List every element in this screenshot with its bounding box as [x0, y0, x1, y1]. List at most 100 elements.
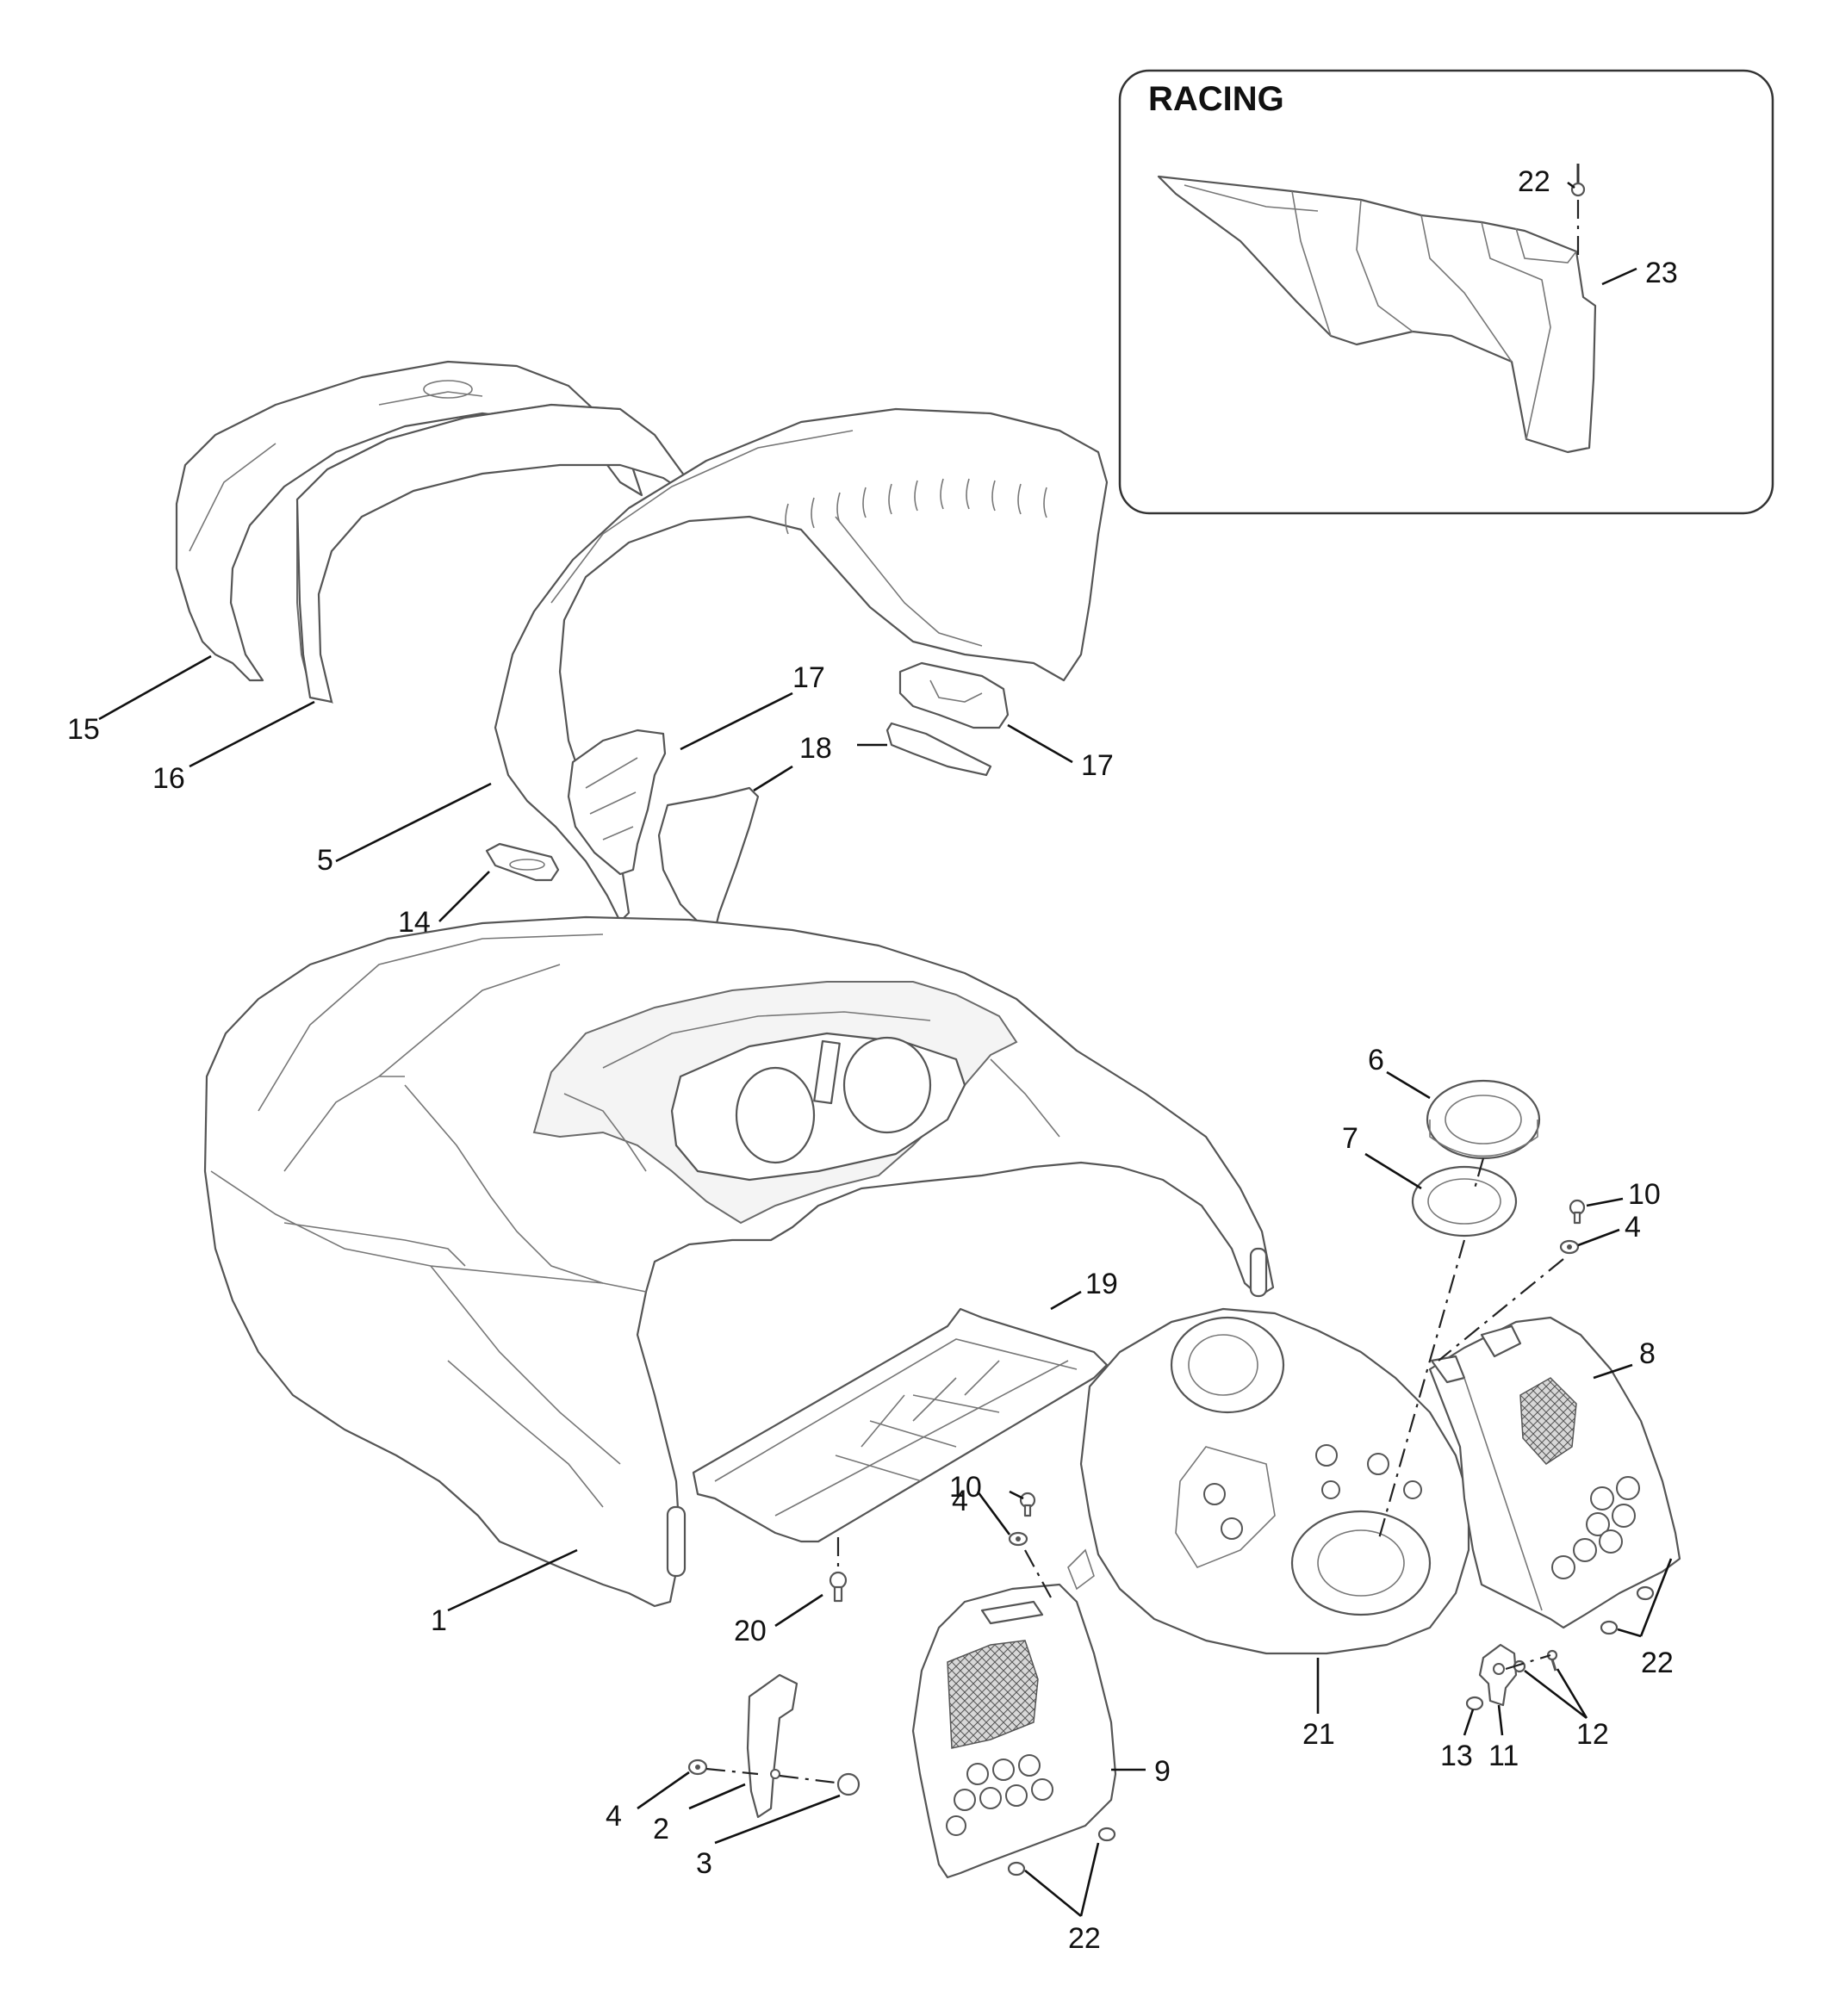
part-14-clip: [485, 842, 560, 882]
leader-5: [335, 782, 492, 863]
callout-8: 8: [1639, 1337, 1656, 1370]
leader-lines: [98, 654, 1673, 1918]
gauge-center-slot: [813, 1039, 841, 1105]
leader-19: [1050, 1290, 1082, 1311]
axis-11-12: [1505, 1653, 1551, 1671]
hood-latch-left: [666, 1505, 687, 1578]
inset-title: RACING: [1148, 80, 1284, 118]
part-20-bolt: [829, 1571, 848, 1603]
part-9-vent-mesh: [947, 1640, 1039, 1749]
callout-4-right: 4: [1625, 1211, 1641, 1244]
part-19-glovebox-tray: [692, 1307, 1109, 1543]
callout-10-right: 10: [1628, 1178, 1661, 1211]
axis-6-7: [1376, 1157, 1485, 1542]
leader-7: [1364, 1152, 1422, 1190]
console-main-opening: [1290, 1510, 1432, 1616]
part-13-washer: [1465, 1696, 1484, 1711]
part-3-latch-cap: [836, 1772, 861, 1796]
racing-inset: RACING 22 23: [1118, 69, 1774, 515]
callout-numbers: 1 2 3 4 4 4 5 6 7 8 9 10 10 11 12 13 14 …: [67, 661, 1674, 1955]
callout-4-middle: 4: [952, 1485, 968, 1517]
leader-4-lower: [637, 1771, 690, 1810]
callout-9: 9: [1154, 1755, 1171, 1788]
callout-18: 18: [799, 732, 832, 765]
part-18-pad-right: [885, 722, 992, 777]
part-18-pad-left: [657, 786, 760, 932]
leader-1: [447, 1548, 578, 1612]
callout-21: 21: [1302, 1718, 1335, 1751]
leader-22-right: [1617, 1558, 1673, 1638]
part-5-slots: [785, 478, 1047, 535]
callout-20: 20: [734, 1615, 767, 1647]
gauge-left: [735, 1066, 816, 1164]
part-4-washer-right: [1559, 1239, 1580, 1255]
callout-1: 1: [431, 1604, 447, 1637]
callout-7: 7: [1342, 1122, 1358, 1155]
callout-2: 2: [653, 1813, 669, 1845]
part-22-rivet-panel9-a: [1097, 1827, 1116, 1842]
callout-22-right: 22: [1641, 1647, 1674, 1679]
part-10-screw-middle: [1019, 1492, 1036, 1517]
callout-15: 15: [67, 713, 100, 746]
inset-callout-22: 22: [1518, 165, 1550, 198]
axis-10-4-middle: [1024, 1549, 1052, 1598]
leader-8: [1593, 1363, 1633, 1380]
leader-12: [1524, 1668, 1588, 1720]
part-22-rivet-panel9-b: [1007, 1861, 1026, 1876]
leader-4-middle: [976, 1491, 1011, 1535]
part-8-vent-mesh: [1519, 1377, 1577, 1465]
part-1-front-hood: [203, 915, 1275, 1608]
leader-20: [774, 1593, 823, 1628]
part-4-washer-middle: [1008, 1531, 1028, 1547]
part-22-rivet-panel8-b: [1600, 1620, 1619, 1635]
leader-2: [688, 1783, 746, 1810]
part-10-screw-right: [1569, 1199, 1586, 1225]
leader-16: [189, 700, 315, 768]
part-16-rear-liner: [295, 403, 700, 704]
leader-11: [1497, 1704, 1504, 1736]
axis-10-4-right: [1438, 1258, 1564, 1362]
leader-17-right: [1007, 723, 1073, 764]
hood-latch-right: [1249, 1247, 1268, 1298]
leader-10-right: [1586, 1197, 1624, 1207]
console-upper-port: [1170, 1316, 1285, 1414]
leader-22-bottom: [1024, 1842, 1100, 1918]
leader-17-left: [680, 692, 793, 751]
leader-18-left: [753, 765, 793, 792]
part-22-rivet-panel8-a: [1636, 1585, 1655, 1601]
axis-2-3-4: [705, 1767, 836, 1784]
part-5-upper-fairing: [494, 407, 1109, 923]
part-21-console: [1067, 1307, 1470, 1655]
part-11-bracket: [1478, 1643, 1518, 1707]
callout-17-right: 17: [1081, 749, 1114, 782]
callout-12: 12: [1576, 1718, 1609, 1751]
leader-3: [714, 1794, 841, 1845]
callout-14: 14: [398, 906, 431, 939]
callout-5: 5: [317, 844, 333, 877]
leader-inset-23: [1601, 267, 1637, 286]
leader-inset-22: [1567, 181, 1575, 189]
part-9-left-side-panel: [911, 1583, 1117, 1879]
part-17-right-bracket: [898, 661, 1010, 729]
part-8-right-side-panel: [1428, 1316, 1681, 1629]
part-23-racing-duct: [1157, 175, 1597, 454]
callout-6: 6: [1368, 1044, 1384, 1076]
leader-6: [1386, 1070, 1431, 1100]
part-12-screw-b: [1546, 1649, 1558, 1672]
callout-3: 3: [696, 1847, 712, 1880]
part-15-rear-cover: [175, 360, 643, 682]
callout-16: 16: [152, 762, 185, 795]
gauge-right: [842, 1036, 932, 1134]
inset-callout-23: 23: [1645, 257, 1678, 289]
callout-10-middle: 10: [949, 1471, 982, 1504]
callout-13: 13: [1440, 1740, 1473, 1772]
part-6-ring-nut: [1426, 1079, 1541, 1160]
leader-14: [438, 871, 490, 922]
leader-15: [98, 654, 212, 721]
callout-22-bottom: 22: [1068, 1922, 1101, 1955]
leader-4-right: [1577, 1228, 1620, 1247]
callout-4-lower: 4: [606, 1800, 622, 1833]
part-2-latch-bracket: [746, 1673, 798, 1819]
leader-13: [1463, 1709, 1475, 1736]
